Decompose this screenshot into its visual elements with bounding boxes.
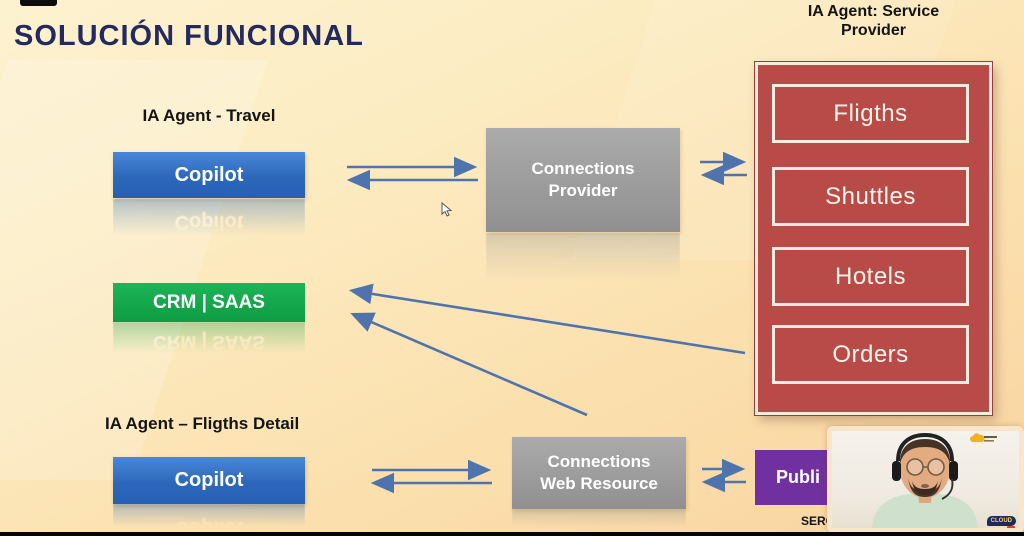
arrow-services-to-crm xyxy=(348,283,746,355)
connections-provider-line1: Connections xyxy=(531,159,635,178)
event-logo-icon xyxy=(970,433,997,442)
webcam-video: CLOUD xyxy=(832,431,1019,528)
cloud-badge: CLOUD xyxy=(986,516,1016,528)
mouse-cursor-icon xyxy=(441,201,453,223)
slide-title: SOLUCIÓN FUNCIONAL xyxy=(14,20,364,52)
publisher-box: Publi xyxy=(755,450,841,505)
presenter-avatar xyxy=(872,432,978,528)
copilot-travel-box: Copilot xyxy=(113,152,305,198)
copilot-travel-reflection: Copilot xyxy=(113,199,305,245)
service-box-orders: Orders xyxy=(772,325,969,384)
video-letterbox-bar xyxy=(0,532,1024,536)
video-letterbox-fragment xyxy=(20,0,57,6)
service-box-fligths: Fligths xyxy=(772,84,969,143)
service-provider-label: IA Agent: Service Provider xyxy=(807,3,940,39)
connections-provider-reflection xyxy=(486,233,680,293)
connections-provider-line2: Provider xyxy=(548,181,618,200)
service-provider-panel: Fligths Shuttles Hotels Orders xyxy=(755,62,992,415)
service-box-hotels: Hotels xyxy=(772,247,969,306)
crm-saas-box: CRM | SAAS xyxy=(113,283,305,322)
copilot-flights-box: Copilot xyxy=(113,457,305,504)
connections-provider-box: Connections Provider xyxy=(486,128,680,232)
caption-text: SERG xyxy=(801,514,836,528)
connections-web-resource-box: Connections Web Resource xyxy=(512,437,686,509)
connections-web-resource-line1: Connections xyxy=(547,452,651,471)
travel-agent-label: IA Agent - Travel xyxy=(142,106,276,125)
flights-detail-label: IA Agent – Fligths Detail xyxy=(105,414,300,433)
webcam-overlay[interactable]: CLOUD xyxy=(827,426,1024,533)
copilot-flights-reflection: Copilot xyxy=(113,504,305,532)
crm-saas-reflection: CRM | SAAS xyxy=(113,322,305,361)
arrow-webresource-to-crm xyxy=(350,312,588,417)
connections-web-resource-line2: Web Resource xyxy=(540,474,658,493)
service-box-shuttles: Shuttles xyxy=(772,167,969,226)
connections-web-resource-reflection xyxy=(512,509,686,532)
